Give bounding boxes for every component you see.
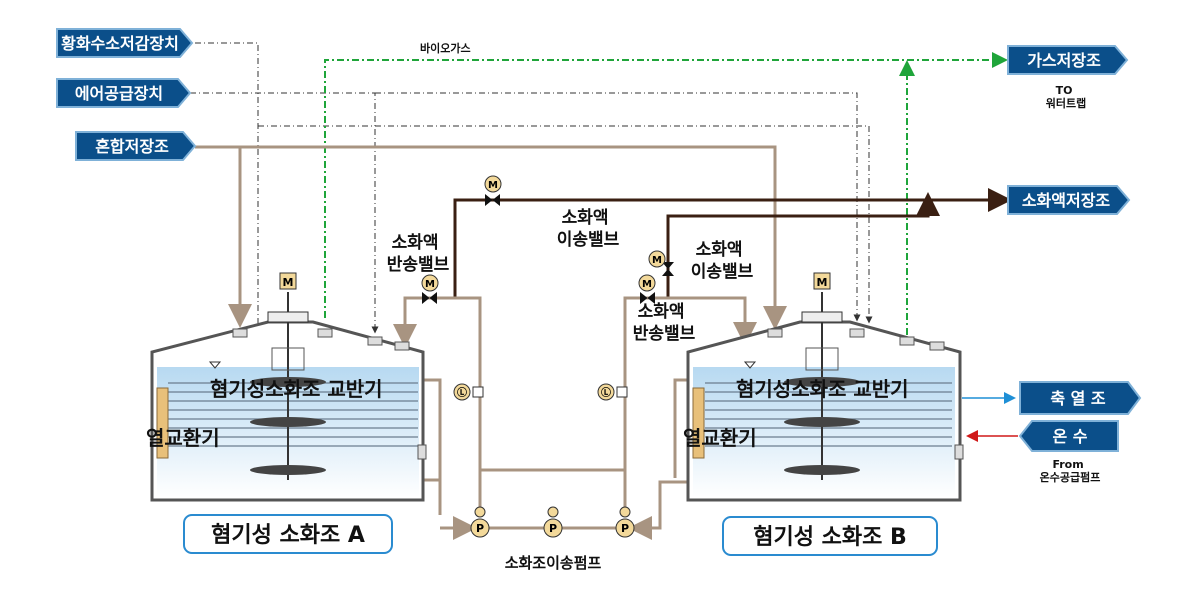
tank-a-title: 혐기성 소화조 A [183,514,393,554]
pump-2: P [543,506,563,538]
svg-text:M: M [283,276,294,289]
level-sensor-a: Ⓛ [453,383,484,401]
tag-mixtank: 혼합저장조 [75,131,197,161]
svg-text:에어공급장치: 에어공급장치 [75,84,163,103]
digester-tank-a: M [150,272,427,502]
svg-text:혐기성 소화조 A: 혐기성 소화조 A [211,522,365,548]
transfer-pump-label: 소화조이송펌프 [505,554,602,572]
svg-text:Ⓛ: Ⓛ [601,386,611,399]
tag-digestate-store: 소화액저장조 [1007,185,1131,215]
hx-label-b: 열교환기 [683,426,757,450]
pump-1: P [470,506,490,538]
mixer-b [784,292,860,480]
svg-text:소화액저장조: 소화액저장조 [1022,191,1111,210]
svg-text:M: M [652,255,662,266]
level-sensor-b: Ⓛ [597,383,628,401]
svg-text:Ⓛ: Ⓛ [457,386,467,399]
mixer-label-b: 혐기성소화조 교반기 [736,377,909,401]
mix-feed-pipe [195,145,787,330]
svg-text:축 열 조: 축 열 조 [1050,389,1106,408]
hx-label-a: 열교환기 [146,426,220,450]
svg-text:온 수: 온 수 [1052,427,1087,446]
return-valve-2: M [638,274,656,304]
biogas-line [324,52,1008,335]
mixer-label-a: 혐기성소화조 교반기 [210,377,383,401]
biogas-label: 바이오가스 [420,41,471,55]
water-trap-label: TO 워터트랩 [1046,84,1086,110]
svg-text:M: M [817,276,828,289]
motor-a [279,272,297,290]
tag-hot-water: 온 수 [1018,420,1119,452]
svg-text:M: M [488,180,498,191]
mixer-a [250,292,326,480]
svg-text:혐기성 소화조 B: 혐기성 소화조 B [753,524,907,550]
transfer-valve-2: M [648,250,674,276]
svg-text:M: M [642,279,652,290]
return-valve-1: M [421,274,439,304]
svg-text:M: M [425,279,435,290]
tag-h2s: 황화수소저감장치 [56,28,194,58]
transfer-valve-1: M [484,175,502,206]
motor-b [813,272,831,290]
h2s-control-line-b [258,125,873,324]
svg-text:P: P [621,522,629,535]
tag-air: 에어공급장치 [56,78,192,108]
svg-text:P: P [476,522,484,535]
h2s-control-line [195,42,262,334]
svg-text:혼합저장조: 혼합저장조 [95,137,169,156]
from-pump-label: From 온수공급펌프 [1040,458,1101,484]
svg-text:P: P [549,522,557,535]
pump-3: P [615,506,635,538]
tank-b-title: 혐기성 소화조 B [722,516,938,556]
tag-gas-store: 가스저장조 [1007,45,1129,75]
hx-coils-b [705,382,952,447]
transfer-valve-1-label: 소화액 이송밸브 [557,208,620,250]
svg-text:황화수소저감장치: 황화수소저감장치 [61,34,179,53]
return-valve-2-label: 소화액 반송밸브 [633,302,696,344]
air-control-line [190,92,861,334]
digestate-transfer-pipe [453,188,1012,298]
tag-heat-store: 축 열 조 [1019,381,1142,415]
svg-text:가스저장조: 가스저장조 [1027,51,1101,70]
transfer-valve-2-label: 소화액 이송밸브 [691,240,754,282]
return-valve-1-label: 소화액 반송밸브 [387,233,450,275]
digester-tank-b: M [686,272,964,502]
